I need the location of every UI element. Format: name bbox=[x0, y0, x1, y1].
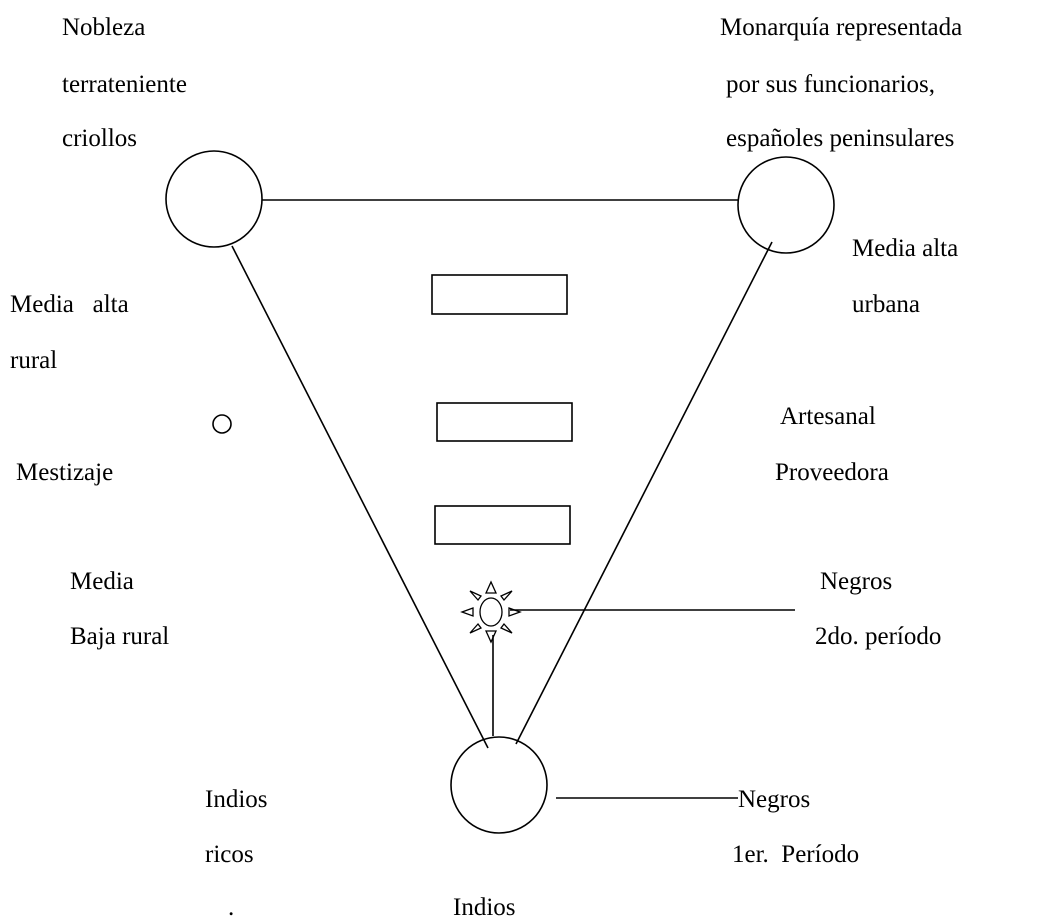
box-media-alta bbox=[431, 274, 568, 315]
label-mestizaje: Mestizaje bbox=[16, 459, 114, 486]
label-indios-ricos-1: Indios bbox=[205, 786, 268, 813]
indios-node-circle bbox=[450, 736, 548, 834]
box-artesanal bbox=[436, 402, 573, 442]
sun-icon bbox=[460, 580, 522, 644]
label-negros-2do-1: Negros bbox=[820, 568, 893, 595]
label-monarquia-3: españoles peninsulares bbox=[726, 125, 955, 152]
label-media-baja-rural-2: Baja rural bbox=[70, 623, 170, 650]
label-negros-1er-2: 1er. Período bbox=[732, 841, 860, 868]
label-media-alta-urbana-2: urbana bbox=[852, 291, 921, 318]
label-media-baja-rural-1: Media bbox=[70, 568, 134, 595]
label-media-alta-urbana-1: Media alta bbox=[852, 235, 959, 262]
label-media-alta-rural-1: Media alta bbox=[10, 291, 129, 318]
label-nobleza-3: criollos bbox=[62, 125, 137, 152]
label-negros-1er-1: Negros bbox=[738, 786, 811, 813]
nobleza-node-circle bbox=[165, 150, 263, 248]
monarquia-node-circle bbox=[737, 156, 835, 254]
label-indios: Indios bbox=[453, 894, 516, 921]
label-monarquia-1: Monarquía representada bbox=[720, 14, 963, 41]
label-negros-2do-2: 2do. período bbox=[815, 623, 942, 650]
label-monarquia-2: por sus funcionarios, bbox=[726, 71, 935, 98]
label-dot: . bbox=[228, 894, 235, 921]
label-indios-ricos-2: ricos bbox=[205, 841, 254, 868]
label-artesanal-1: Artesanal bbox=[780, 403, 876, 430]
right-edge-line bbox=[515, 241, 773, 745]
box-media-baja bbox=[434, 505, 571, 545]
label-media-alta-rural-2: rural bbox=[10, 347, 58, 374]
label-artesanal-2: Proveedora bbox=[775, 459, 889, 486]
mestizaje-small-circle bbox=[212, 414, 232, 434]
left-edge-line bbox=[231, 245, 489, 749]
label-nobleza-1: Nobleza bbox=[62, 14, 146, 41]
label-nobleza-2: terrateniente bbox=[62, 71, 187, 98]
